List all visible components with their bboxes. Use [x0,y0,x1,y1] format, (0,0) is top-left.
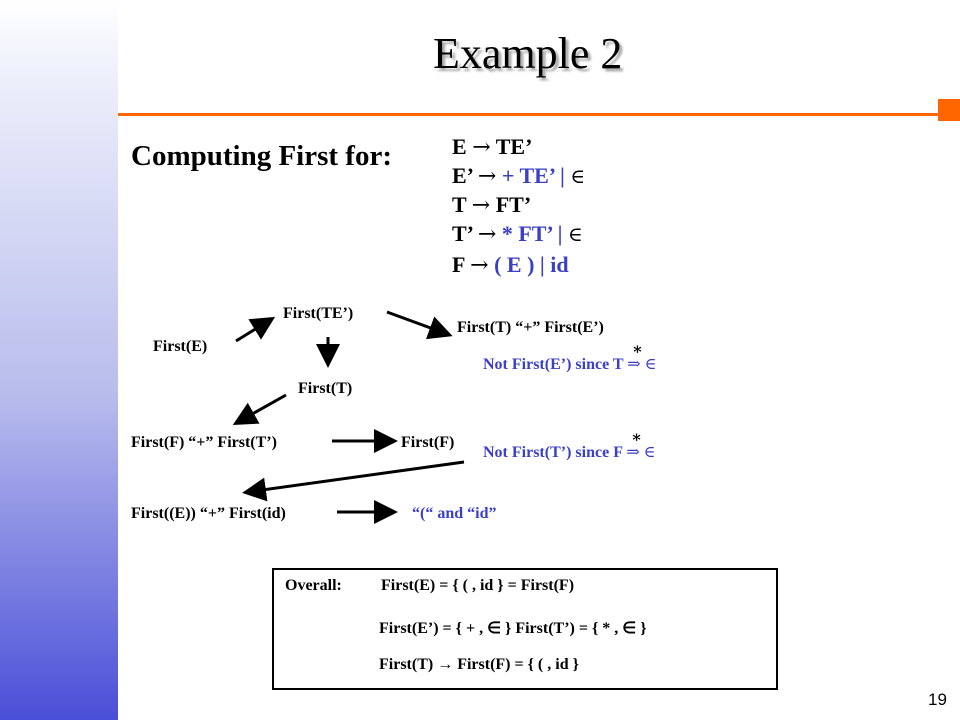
note-not-first-e: Not First(E’) since T ⇒* ∈ [483,342,657,374]
computing-first-heading: Computing First for: [131,140,392,172]
label-first-f: First(F) [401,434,455,451]
production-lhs: E’ [452,163,473,188]
overall-line-first-e-prime-t-prime: First(E’) = { + , ∈ } First(T’) = { * , … [379,620,647,637]
label-first-f-plus-first-t: First(F) “+” First(T’) [131,434,277,451]
produces-arrow-icon: → [471,193,491,218]
star-symbol: * [632,430,641,449]
overall-label: Overall: [285,577,342,594]
production-rhs: TE’ [490,134,533,159]
production-rhs: ( E ) [488,252,535,277]
production-t: T → FT’ [452,192,531,218]
arrow-first-t-to-first-f-expansion [232,393,287,425]
overall-summary-box [272,568,778,690]
production-f: F → ( E ) | id [452,252,569,278]
production-t-prime: T’ → * FT’ | ∈ [452,221,583,247]
label-first-t: First(T) [298,380,353,397]
label-result-paren-and-id: “(“ and “id” [412,505,497,522]
slide-title: Example 2 [433,29,623,78]
produces-arrow-icon: → [477,222,497,247]
title-divider-line [118,113,960,116]
arrow-first-e-to-first-te [235,316,276,343]
label-first-t-plus-first-e: First(T) “+” First(E’) [457,319,604,336]
production-rhs: + TE’ | [496,163,571,188]
note-not-first-t: Not First(T’) since F ⇒* ∈ [483,430,656,462]
star-symbol: * [633,342,642,361]
epsilon-symbol: ∈ [644,354,657,373]
arrow-first-te-to-expansion [386,310,453,340]
production-e-prime: E’ → + TE’ | ∈ [452,163,585,189]
overall-line-first-e: First(E) = { ( , id } = First(F) [381,577,575,594]
epsilon-symbol: ∈ [567,222,583,246]
production-e: E → TE’ [452,134,532,160]
accent-square [938,99,960,121]
label-first-e: First(E) [153,338,208,355]
derives-arrow-icon: ⇒* [627,342,642,373]
derives-arrow-icon: ⇒* [626,430,641,461]
production-rhs: FT’ [490,192,532,217]
produces-arrow-icon: → [477,164,497,189]
arrow-first-f-to-first-paren-e [242,460,465,502]
slide-number: 19 [928,690,947,709]
produces-arrow-icon: → [472,135,491,160]
production-alt: | id [534,252,569,277]
production-lhs: E [452,134,467,159]
label-first-paren-e-plus-first-id: First((E)) “+” First(id) [131,505,286,522]
production-lhs: F [452,252,465,277]
production-lhs: T’ [452,221,473,246]
production-lhs: T [452,192,467,217]
production-rhs: * FT’ | [496,221,568,246]
note-text: Not First(T’) since F [483,444,627,461]
note-text: Not First(E’) since T [483,356,628,373]
produces-arrow-icon: → [470,253,489,278]
epsilon-symbol: ∈ [643,442,656,461]
epsilon-symbol: ∈ [570,164,586,188]
overall-line-first-t: First(T) → First(F) = { ( , id } [379,656,579,673]
label-first-te: First(TE’) [283,305,354,322]
sidebar-gradient [0,0,118,720]
